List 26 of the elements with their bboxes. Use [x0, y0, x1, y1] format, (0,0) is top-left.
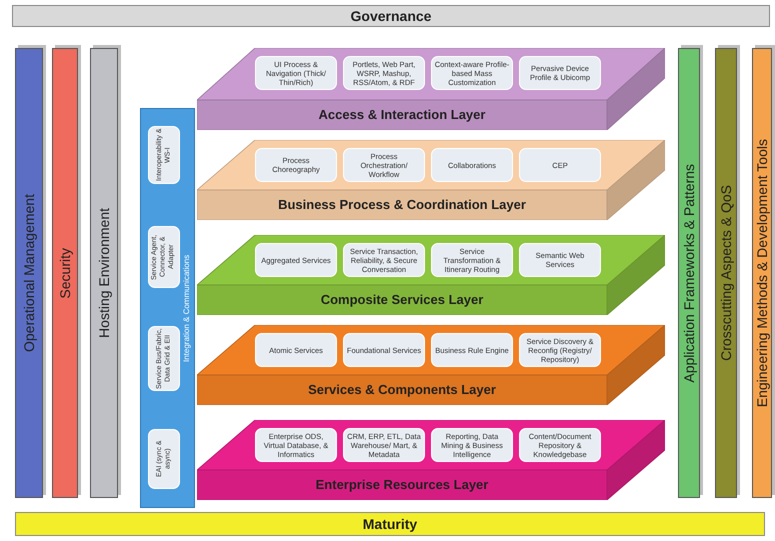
business-process-layer-slab — [197, 140, 665, 220]
pillar-label: Integration & Communications — [182, 253, 191, 364]
pillar-bar — [90, 48, 118, 498]
band-label: Maturity — [15, 512, 765, 536]
access-layer-slab — [197, 48, 665, 130]
layer-title: Business Process & Coordination Layer — [277, 197, 527, 212]
services-layer-slab — [197, 325, 665, 405]
pillar-bar — [752, 48, 772, 498]
pillar-label: Crosscutting Aspects & QoS — [718, 185, 734, 361]
pillar-label: Application Frameworks & Patterns — [681, 164, 697, 382]
pillar-label: Security — [57, 248, 73, 298]
layer-title: Access & Interaction Layer — [318, 107, 486, 122]
pillar-bar — [15, 48, 43, 498]
pillar-bar — [678, 48, 700, 498]
composite-services-layer-slab — [197, 235, 665, 315]
pillar-label: Engineering Methods & Development Tools — [754, 138, 770, 408]
pillar-bar — [52, 48, 78, 498]
enterprise-resources-layer-slab — [197, 420, 665, 500]
integration-pillar — [140, 108, 195, 508]
pillar-label: Hosting Environment — [96, 208, 112, 338]
pillar-label: Operational Management — [21, 194, 37, 352]
pillar-bar — [715, 48, 737, 498]
band-label: Governance — [12, 5, 770, 27]
layer-title: Composite Services Layer — [320, 292, 484, 307]
layer-title: Services & Components Layer — [307, 382, 497, 397]
layer-title: Enterprise Resources Layer — [314, 477, 490, 492]
